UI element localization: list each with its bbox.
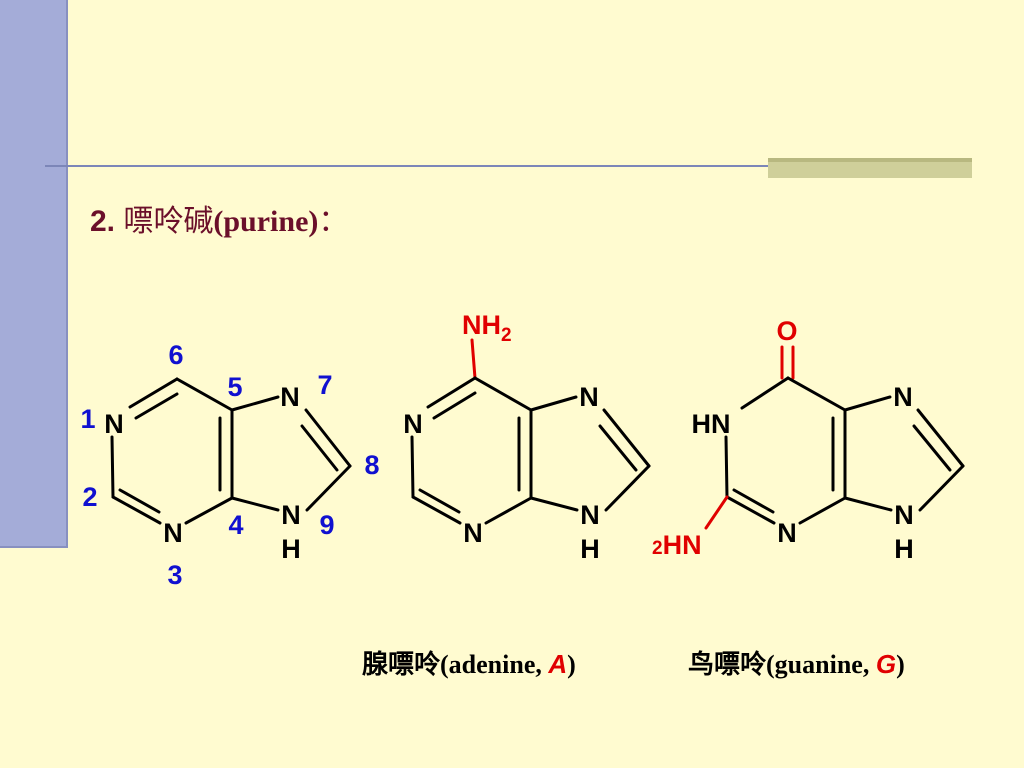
adenine-atom-n9: N [580,500,600,530]
bond [230,496,280,512]
guanine-structure [704,345,965,530]
bond [111,495,162,525]
bond [740,376,790,410]
bond [411,495,462,525]
slide-title: 2. 嘌呤碱(purine)： [90,196,348,240]
title-english: (purine) [213,205,319,238]
bond-amino [470,338,477,380]
bond [426,376,477,409]
adenine-caption-cn: 腺嘌呤 [362,650,441,679]
bond [918,464,965,512]
purine-structure [110,377,352,525]
bond [305,464,352,512]
purine-position-8: 8 [364,450,379,480]
guanine-amino-main: HN [663,530,702,560]
bond [410,435,415,499]
bond [473,376,533,412]
adenine-amino-main: NH [462,310,501,340]
bond [843,395,892,412]
adenine-amino-subscript: 2 [501,325,512,346]
adenine-amino-group: NH2 [462,310,512,346]
guanine-amino-subscript: 2 [652,538,663,559]
bond [175,377,234,412]
guanine-caption-letter: G [875,649,897,679]
adenine-atom-n1: N [403,409,423,439]
bond [604,464,651,512]
purine-position-4: 4 [228,510,243,540]
bond [598,424,638,472]
bond [732,488,775,514]
guanine-atom-n9: N [894,500,914,530]
bond [184,496,234,525]
bond [134,392,179,420]
purine-position-9: 9 [319,510,334,540]
bond [418,488,461,514]
purine-position-6: 6 [168,340,183,370]
bond [529,395,578,412]
purine-position-7: 7 [317,370,332,400]
adenine-atom-n3: N [463,518,483,548]
adenine-caption-letter: A [548,649,568,679]
adenine-structure [410,338,651,525]
header-rule-block [768,158,972,178]
bond-amino [704,495,729,530]
bond [300,424,339,472]
header-rule [45,165,971,167]
guanine-caption-open: (guanine, [766,650,876,679]
purine-atom-n3: N [163,518,183,548]
bond [110,435,115,499]
guanine-caption-close: ) [896,650,905,679]
guanine-caption: 鸟嘌呤(guanine, G) [688,644,905,681]
bond [724,435,729,499]
adenine-caption: 腺嘌呤(adenine, A) [362,644,576,681]
guanine-amino-group: 2HN [652,530,702,560]
bond [843,496,893,512]
bond [529,496,579,512]
guanine-atom-h9: H [894,534,914,564]
purine-atom-h9: H [281,534,301,564]
purine-position-1: 1 [80,404,95,434]
guanine-caption-cn: 鸟嘌呤 [688,650,767,679]
bond [118,488,161,514]
guanine-oxygen: O [776,316,797,346]
purine-atom-n1: N [104,409,124,439]
bond [304,408,352,468]
adenine-atom-h9: H [580,534,600,564]
bond [798,496,847,525]
adenine-caption-open: (adenine, [440,650,549,679]
adenine-atom-n7: N [579,382,599,412]
adenine-caption-close: ) [567,650,576,679]
bond [128,377,179,409]
guanine-atom-hn1: HN [692,409,731,439]
bond [725,495,776,525]
guanine-atom-n3: N [777,518,797,548]
purine-position-3: 3 [167,560,182,590]
left-accent-bar [0,0,68,548]
purine-position-2: 2 [82,482,97,512]
title-number: 2. [90,205,116,238]
guanine-atom-n7: N [893,382,913,412]
bond [484,496,533,525]
purine-position-5: 5 [227,372,242,402]
title-suffix: ： [318,205,349,238]
bond [432,391,477,420]
bond [602,408,651,468]
purine-atom-n7: N [280,382,300,412]
bond [230,395,280,412]
bond [912,424,952,472]
bond [916,408,965,468]
purine-atom-n9: N [281,500,301,530]
title-chinese: 嘌呤碱 [123,205,214,238]
bond [786,376,847,412]
